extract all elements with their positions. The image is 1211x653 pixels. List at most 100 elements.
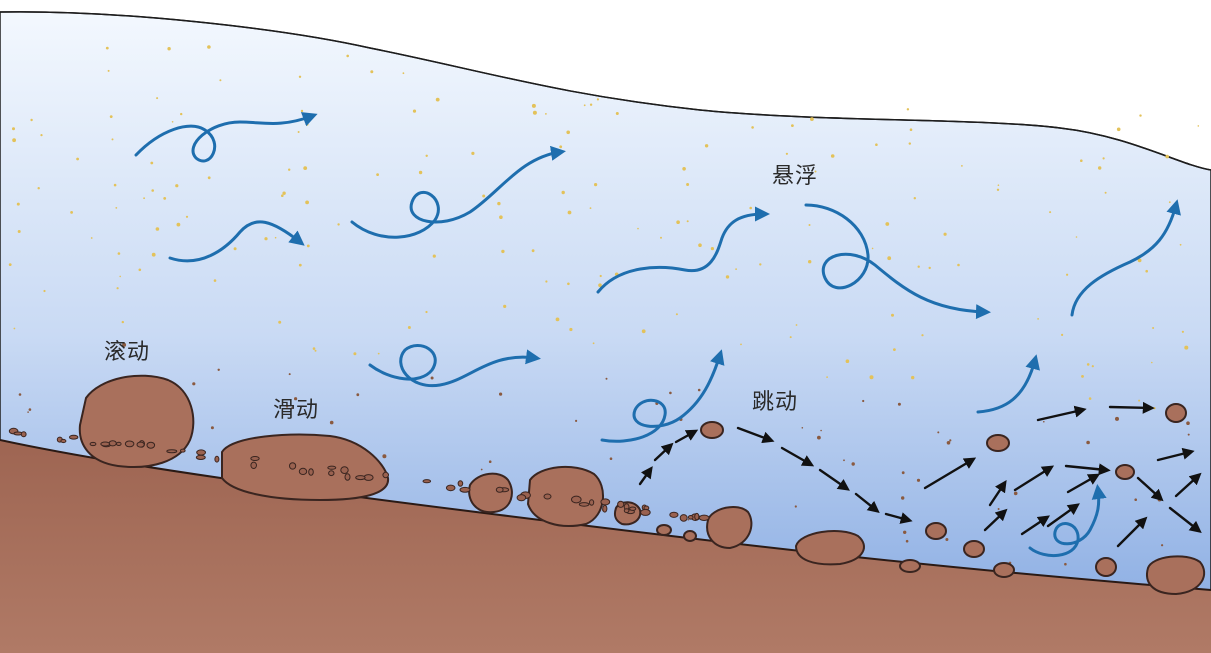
sediment-speck-icon	[594, 183, 597, 186]
sediment-speck-icon	[403, 72, 405, 74]
rock-icon	[964, 541, 984, 557]
sediment-speck-icon	[1064, 563, 1067, 566]
label-saltation: 跳动	[752, 384, 798, 416]
sediment-speck-icon	[1049, 211, 1051, 213]
sediment-speck-icon	[562, 191, 565, 194]
sediment-speck-icon	[40, 134, 42, 136]
gravel-pebble	[630, 507, 636, 510]
sediment-speck-icon	[281, 194, 284, 197]
sediment-speck-icon	[115, 207, 117, 209]
sediment-speck-icon	[1076, 236, 1078, 238]
sediment-speck-icon	[298, 131, 300, 133]
sediment-speck-icon	[353, 352, 356, 355]
sediment-speck-icon	[790, 336, 792, 338]
gravel-pebble	[341, 467, 348, 474]
gravel-pebble	[680, 515, 687, 522]
sediment-speck-icon	[12, 138, 16, 142]
sediment-speck-icon	[749, 207, 752, 210]
sediment-speck-icon	[489, 460, 492, 463]
sediment-speck-icon	[831, 154, 835, 158]
sediment-speck-icon	[419, 171, 422, 174]
rock-icon	[528, 467, 603, 526]
gravel-pebble	[197, 450, 206, 455]
sediment-speck-icon	[809, 224, 811, 226]
sediment-speck-icon	[1165, 155, 1169, 159]
sediment-speck-icon	[346, 55, 349, 58]
sediment-speck-icon	[1086, 441, 1090, 445]
rock-icon	[994, 563, 1014, 577]
sediment-speck-icon	[17, 203, 20, 206]
sediment-speck-icon	[1139, 114, 1141, 116]
sediment-speck-icon	[682, 167, 686, 171]
sediment-speck-icon	[425, 311, 427, 313]
sediment-speck-icon	[532, 104, 536, 108]
sediment-speck-icon	[945, 538, 948, 541]
sediment-speck-icon	[12, 127, 15, 130]
sediment-speck-icon	[944, 233, 947, 236]
sediment-speck-icon	[1105, 192, 1107, 194]
sediment-speck-icon	[1014, 492, 1018, 496]
sediment-speck-icon	[315, 350, 317, 352]
sediment-speck-icon	[330, 421, 334, 425]
sediment-speck-icon	[961, 165, 963, 167]
sediment-speck-icon	[676, 313, 678, 315]
sediment-speck-icon	[91, 237, 93, 239]
sediment-speck-icon	[14, 328, 16, 330]
sediment-speck-icon	[114, 184, 117, 187]
sediment-speck-icon	[175, 184, 178, 187]
sediment-speck-icon	[597, 98, 599, 100]
sediment-speck-icon	[1081, 375, 1084, 378]
sediment-speck-icon	[76, 158, 79, 161]
gravel-pebble	[251, 462, 257, 468]
sediment-speck-icon	[676, 220, 680, 224]
sediment-speck-icon	[264, 237, 267, 240]
gravel-pebble	[299, 468, 306, 474]
sediment-speck-icon	[38, 187, 40, 189]
sediment-speck-icon	[19, 393, 22, 396]
gravel-pebble	[460, 487, 470, 492]
sediment-speck-icon	[43, 290, 45, 292]
sediment-speck-icon	[356, 393, 359, 396]
sediment-speck-icon	[18, 230, 21, 233]
sediment-speck-icon	[1152, 327, 1154, 329]
sediment-speck-icon	[208, 176, 211, 179]
gravel-pebble	[601, 499, 610, 505]
sediment-speck-icon	[796, 324, 798, 326]
sediment-speck-icon	[1087, 363, 1090, 366]
sediment-speck-icon	[569, 328, 572, 331]
sediment-speck-icon	[1092, 365, 1094, 367]
sediment-speck-icon	[106, 47, 109, 50]
sediment-speck-icon	[177, 223, 181, 227]
sediment-speck-icon	[305, 201, 309, 205]
sediment-speck-icon	[997, 189, 999, 191]
gravel-pebble	[101, 442, 110, 446]
sediment-speck-icon	[590, 207, 592, 209]
gravel-pebble	[641, 509, 651, 515]
sediment-speck-icon	[481, 469, 483, 471]
sediment-speck-icon	[117, 287, 119, 289]
sediment-speck-icon	[207, 45, 211, 49]
sediment-speck-icon	[299, 76, 301, 78]
sediment-speck-icon	[545, 113, 547, 115]
sediment-speck-icon	[957, 264, 960, 267]
sediment-speck-icon	[660, 237, 662, 239]
sediment-speck-icon	[275, 237, 277, 239]
sediment-speck-icon	[499, 393, 502, 396]
sediment-speck-icon	[303, 166, 307, 170]
sediment-speck-icon	[852, 462, 855, 465]
sediment-speck-icon	[870, 375, 874, 379]
sediment-speck-icon	[759, 263, 761, 265]
sediment-speck-icon	[1103, 157, 1105, 159]
sediment-speck-icon	[301, 110, 303, 112]
gravel-pebble	[309, 469, 314, 476]
gravel-pebble	[458, 481, 463, 487]
sediment-speck-icon	[499, 215, 503, 219]
gravel-pebble	[618, 501, 624, 507]
gravel-pebble	[688, 516, 693, 520]
sediment-speck-icon	[545, 280, 547, 282]
sediment-speck-icon	[1037, 318, 1039, 320]
sediment-speck-icon	[590, 104, 592, 106]
gravel-pebble	[624, 509, 629, 513]
sediment-speck-icon	[875, 143, 878, 146]
